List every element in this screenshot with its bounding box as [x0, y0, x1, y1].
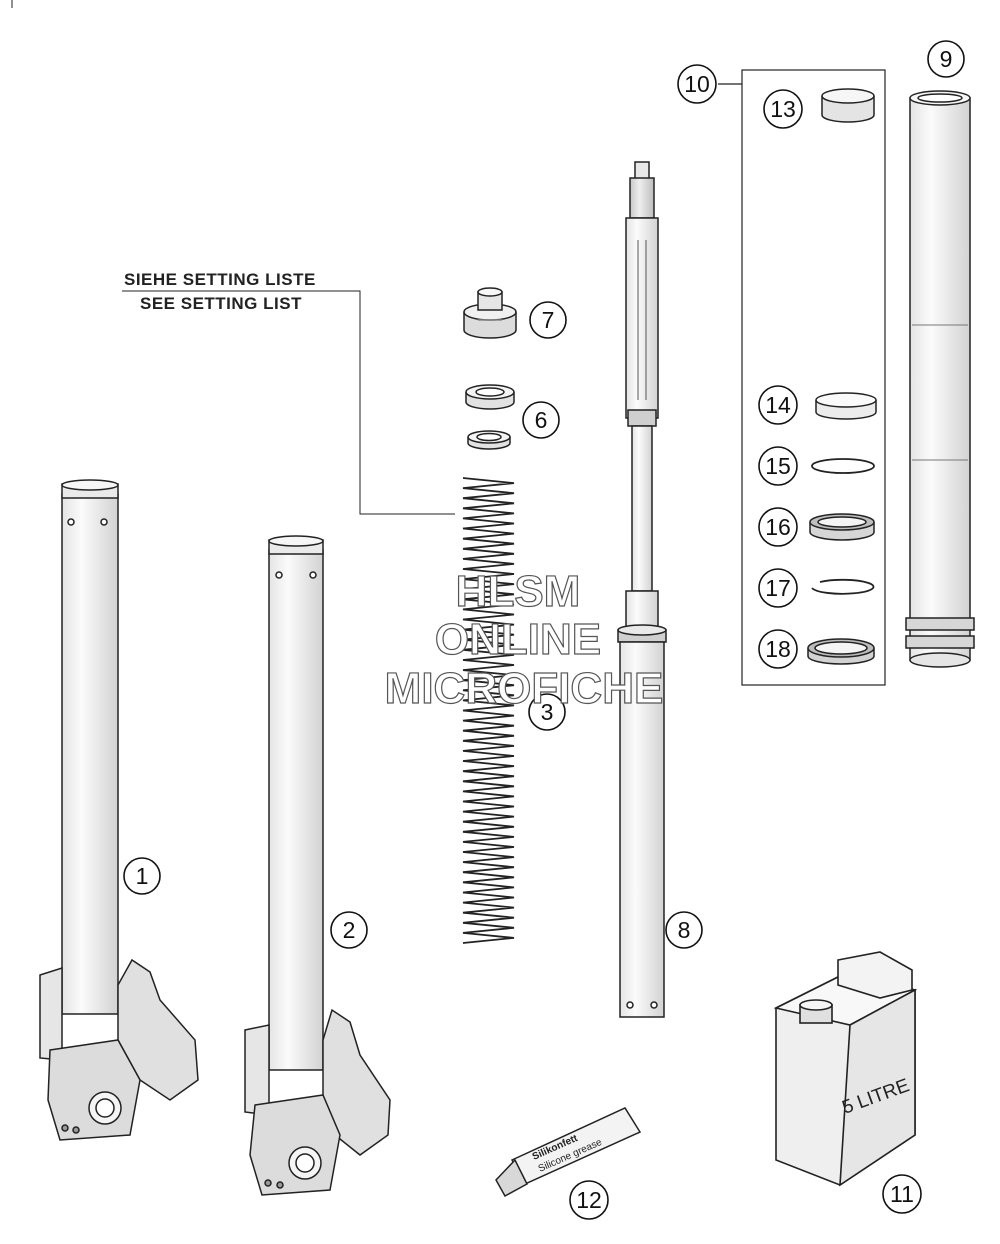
callout-14: 14: [758, 385, 798, 425]
watermark: HLSM ONLINE MICROFICHE: [384, 566, 664, 713]
callout-2: 2: [330, 911, 368, 949]
svg-text:2: 2: [343, 917, 356, 943]
callout-17: 17: [758, 568, 798, 608]
fork-spring: [462, 477, 515, 944]
callout-7: 7: [529, 301, 567, 339]
svg-text:12: 12: [576, 1187, 602, 1213]
svg-text:14: 14: [765, 392, 791, 418]
svg-text:8: 8: [678, 917, 691, 943]
fork-leg-left: [39, 479, 199, 1141]
guide-ring-14: [815, 392, 877, 420]
svg-text:7: 7: [542, 307, 555, 333]
callout-10: 10: [677, 64, 717, 104]
damper-cartridge: [617, 161, 667, 1018]
fork-oil-can: [773, 951, 918, 1187]
callout-13: 13: [763, 89, 803, 129]
callout-16: 16: [758, 507, 798, 547]
clip-ring-17: [811, 578, 875, 595]
setting-note-de: SIEHE SETTING LISTE: [124, 270, 316, 289]
setting-note: SIEHE SETTING LISTE SEE SETTING LIST: [122, 270, 455, 515]
watermark-line-1: HLSM: [456, 567, 581, 616]
watermark-line-2: ONLINE: [435, 615, 601, 664]
circlip-15: [811, 458, 875, 474]
callout-8: 8: [665, 911, 703, 949]
svg-text:17: 17: [765, 575, 791, 601]
callout-1: 1: [123, 857, 161, 895]
dust-scraper-18: [807, 638, 875, 665]
callout-6: 6: [522, 401, 560, 439]
oil-seal-16: [809, 513, 875, 541]
callout-11: 11: [882, 1174, 922, 1214]
bushing-13: [821, 88, 875, 123]
screw-cap: [463, 287, 517, 339]
fork-leg-right: [244, 535, 391, 1196]
watermark-line-3: MICROFICHE: [385, 664, 664, 713]
callout-15: 15: [758, 446, 798, 486]
svg-text:10: 10: [684, 71, 710, 97]
callout-12: 12: [569, 1180, 609, 1220]
svg-text:13: 13: [770, 96, 796, 122]
callout-9: 9: [927, 40, 965, 78]
svg-text:16: 16: [765, 514, 791, 540]
svg-text:3: 3: [541, 699, 554, 725]
callout-3: 3: [528, 693, 566, 731]
svg-text:6: 6: [535, 407, 548, 433]
inner-tube: [905, 90, 975, 668]
seal-kit-frame: [718, 69, 886, 686]
setting-note-en: SEE SETTING LIST: [140, 294, 302, 313]
svg-text:11: 11: [890, 1181, 914, 1207]
svg-text:1: 1: [136, 863, 149, 889]
svg-text:9: 9: [940, 46, 953, 72]
spacer-washers: [465, 384, 515, 450]
svg-text:18: 18: [765, 636, 791, 662]
silicone-grease-tube: [495, 1107, 642, 1198]
callout-18: 18: [758, 629, 798, 669]
svg-text:15: 15: [765, 453, 791, 479]
